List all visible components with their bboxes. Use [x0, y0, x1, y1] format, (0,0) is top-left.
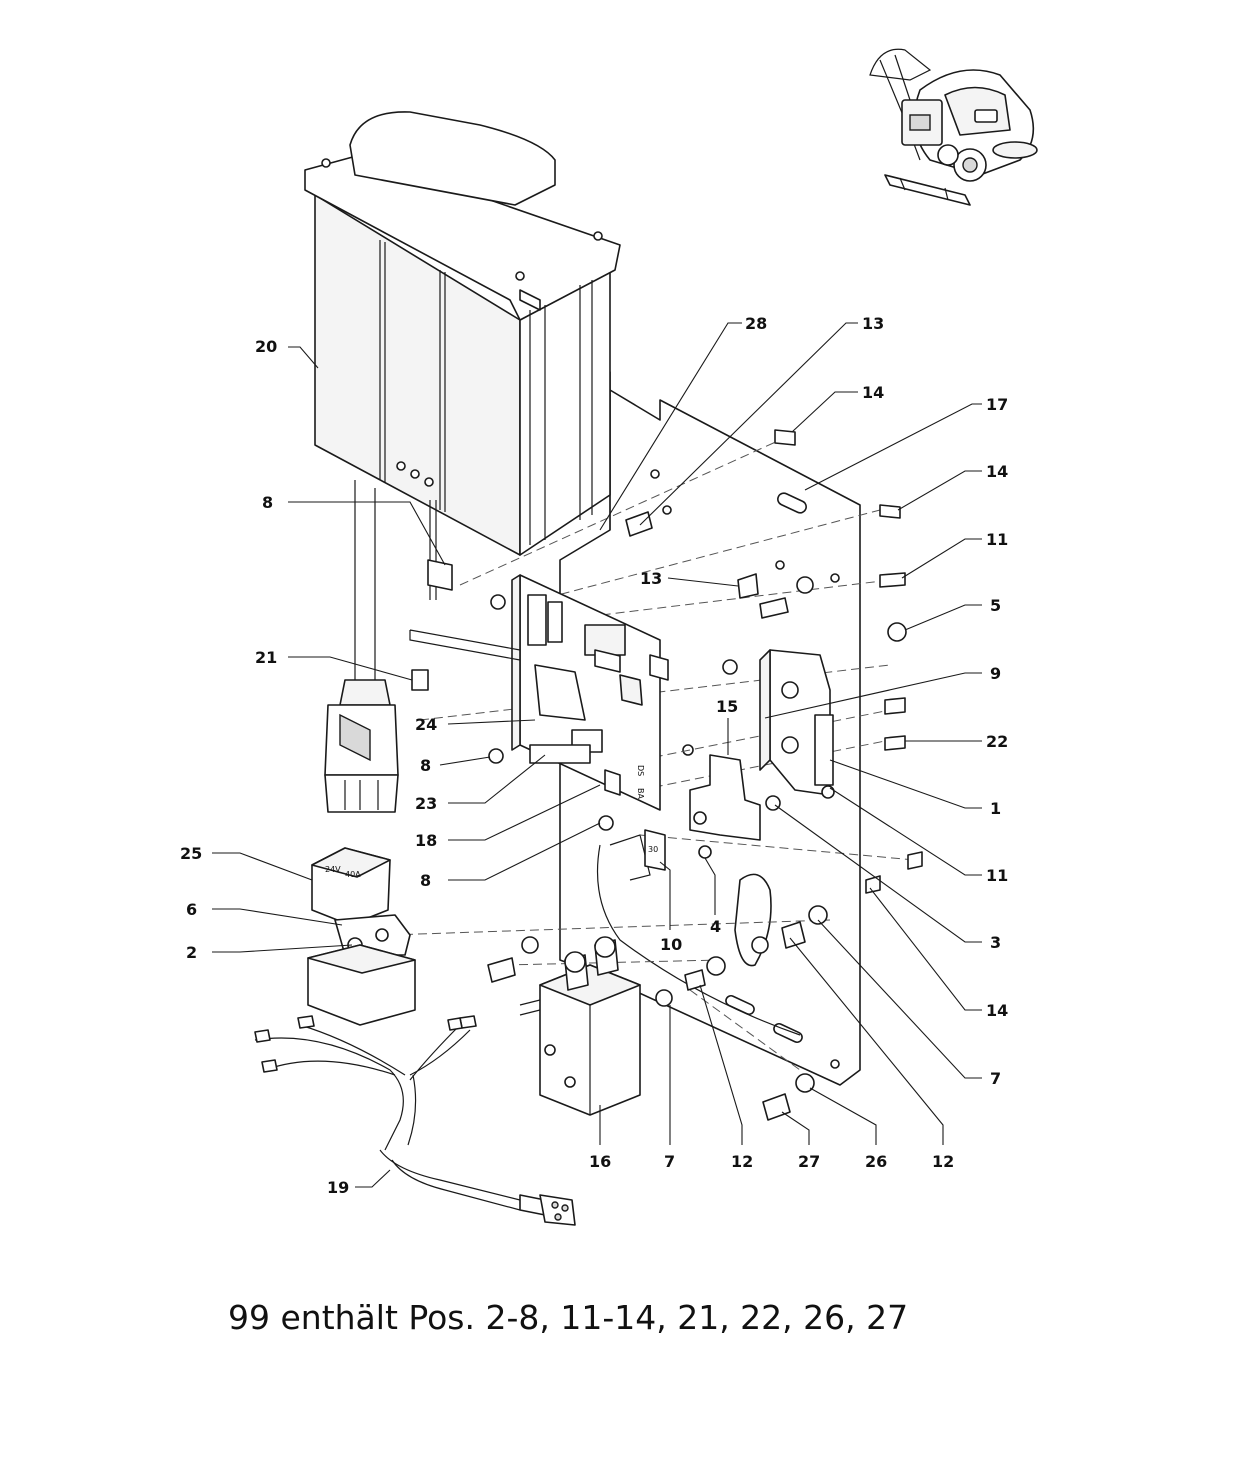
relay-marking-1: 24V [325, 865, 341, 874]
callout-7-bottom: 7 [664, 1152, 675, 1171]
callout-13-mid: 13 [640, 569, 662, 588]
callout-14-right: 14 [986, 462, 1008, 481]
callout-22: 22 [986, 732, 1008, 751]
callout-12-right: 12 [932, 1152, 954, 1171]
callout-14-top: 14 [862, 383, 884, 402]
relay-marking-2: 40A [345, 870, 361, 879]
callout-8-top: 8 [262, 493, 273, 512]
callout-17: 17 [986, 395, 1008, 414]
callout-28: 28 [745, 314, 767, 333]
callout-10: 10 [660, 935, 682, 954]
callout-8-mid: 8 [420, 871, 431, 890]
electronic-board: DS BA [409, 574, 669, 811]
fuse-marking: 30 [648, 845, 658, 854]
leader-lines [212, 322, 982, 1188]
callout-23: 23 [415, 794, 437, 813]
contactor [519, 936, 641, 1116]
small-parts [411, 429, 923, 1121]
callout-5: 5 [990, 596, 1001, 615]
callout-1: 1 [990, 799, 1001, 818]
callout-24: 24 [415, 715, 437, 734]
callout-20: 20 [255, 337, 277, 356]
board-marking-ds: DS [636, 765, 645, 776]
assembly-lines [389, 439, 916, 1071]
callout-3: 3 [990, 933, 1001, 952]
callout-19: 19 [327, 1178, 349, 1197]
callout-7-right: 7 [990, 1069, 1001, 1088]
callout-15: 15 [716, 697, 738, 716]
callout-18: 18 [415, 831, 437, 850]
wiring-harness [254, 1015, 576, 1226]
fuse-holder: 30 [644, 754, 761, 871]
callout-26: 26 [865, 1152, 887, 1171]
callout-11-top: 11 [986, 530, 1008, 549]
callout-16: 16 [589, 1152, 611, 1171]
callout-13-top: 13 [862, 314, 884, 333]
callout-numbers: 20 8 21 24 8 23 18 8 25 6 2 19 28 13 13 … [180, 314, 1008, 1197]
callout-9: 9 [990, 664, 1001, 683]
board-marking-ba: BA [636, 788, 645, 799]
callout-27: 27 [798, 1152, 820, 1171]
callout-4: 4 [710, 917, 721, 936]
callout-12-left: 12 [731, 1152, 753, 1171]
callout-6: 6 [186, 900, 197, 919]
relay-assembly: 24V 40A [307, 847, 416, 1026]
callout-14-bottom: 14 [986, 1001, 1008, 1020]
kit-contents-caption: 99 enthält Pos. 2-8, 11-14, 21, 22, 26, … [228, 1298, 909, 1337]
mounting-plate [559, 371, 861, 1086]
callout-11-bottom: 11 [986, 866, 1008, 885]
power-cord [324, 480, 453, 813]
battery-charger [304, 111, 621, 556]
callout-25: 25 [180, 844, 202, 863]
machine-overview-thumbnail [869, 48, 1038, 206]
callout-21: 21 [255, 648, 277, 667]
callout-8-left: 8 [420, 756, 431, 775]
callout-2: 2 [186, 943, 197, 962]
